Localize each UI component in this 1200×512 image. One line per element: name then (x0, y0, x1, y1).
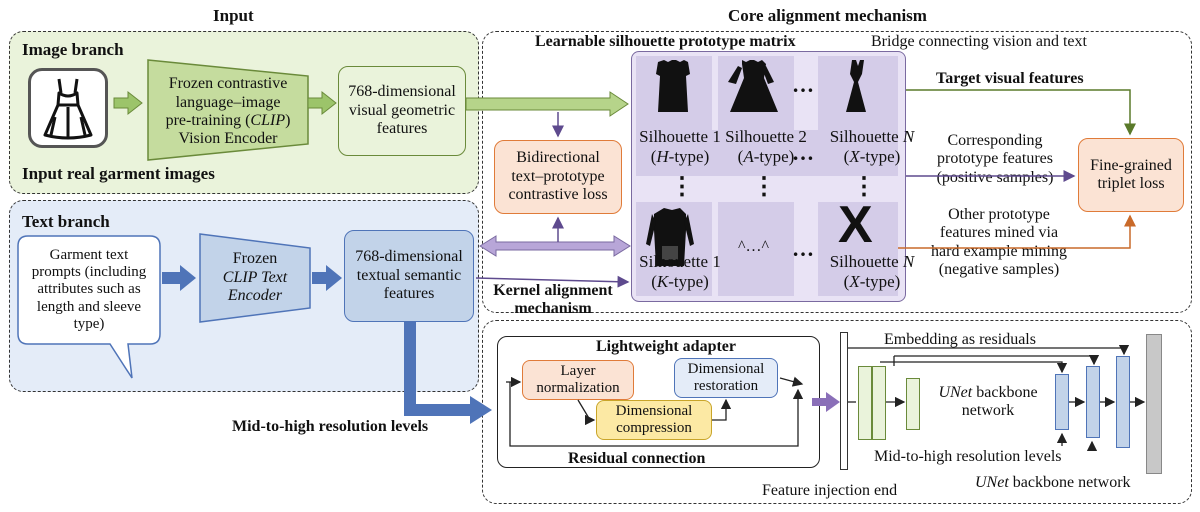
textual-features-box: 768-dimensional textual semantic feature… (344, 230, 474, 322)
cell-6 (818, 202, 898, 296)
injection-bar (840, 332, 848, 470)
cell-label-x1: Silhouette N(X-type) (829, 127, 915, 166)
image-branch-title: Image branch (22, 40, 124, 59)
residual-connection-label: Residual connection (568, 450, 706, 467)
matrix-title: Learnable silhouette prototype matrix (535, 33, 796, 50)
section-core-title: Core alignment mechanism (728, 6, 927, 25)
bridge-caption: Bridge connecting vision and text (871, 33, 1087, 50)
cell-5 (718, 202, 794, 296)
target-visual-features: Target visual features (936, 70, 1084, 87)
text-prompt: Garment text prompts (including attribut… (31, 246, 147, 332)
triplet-loss-box: Fine-grained triplet loss (1078, 138, 1184, 212)
cell-label-a: Silhouette 2(A-type) (725, 127, 807, 166)
vdots-2: ⋮ (752, 174, 776, 200)
cell-label-h: Silhouette 1(H-type) (639, 127, 721, 166)
dress-icon (43, 78, 93, 140)
ellipsis-mid: … (792, 140, 814, 165)
injection-end-label: Feature injection end (762, 482, 898, 499)
placeholder-cell: ^…^ (738, 238, 770, 255)
unet-block-6 (1116, 356, 1130, 448)
vdots-1: ⋮ (670, 174, 694, 200)
unet-output-bar (1146, 334, 1162, 474)
ellipsis-top: … (792, 72, 814, 97)
unet-caption: UNet backbone network (975, 474, 1131, 491)
section-input-title: Input (213, 6, 254, 25)
adapter-title: Lightweight adapter (596, 338, 736, 355)
image-branch-caption: Input real garment images (22, 164, 215, 183)
unet-block-3 (906, 378, 920, 430)
dress-image-frame (28, 68, 108, 148)
unet-block-2 (872, 366, 886, 440)
text-branch-title: Text branch (22, 212, 110, 231)
cell-row-1-labels (636, 130, 898, 176)
x-mark-icon: X (838, 196, 873, 254)
cell-label-k: Silhouette 1(K-type) (639, 252, 721, 291)
mid-high-right-label: Mid-to-high resolution levels (874, 448, 1062, 465)
visual-features-box: 768-dimensional visual geometric feature… (338, 66, 466, 156)
mid-high-left-label: Mid-to-high resolution levels (232, 418, 429, 435)
cell-label-x2: Silhouette N(X-type) (829, 252, 915, 291)
contrastive-loss-box: Bidirectional text–prototype contrastive… (494, 140, 622, 214)
unet-block-5 (1086, 366, 1100, 438)
ellipsis-bottom: … (792, 236, 814, 261)
text-encoder: Frozen CLIP Text Encoder (222, 250, 288, 305)
embedding-label: Embedding as residuals (884, 331, 1036, 348)
unet-block-4 (1055, 374, 1069, 430)
image-encoder: Frozen contrastive language–image pre-tr… (165, 75, 291, 148)
core-alignment-region (482, 31, 1192, 313)
vdots-3: ⋮ (852, 174, 876, 200)
unet-block-1 (858, 366, 872, 440)
